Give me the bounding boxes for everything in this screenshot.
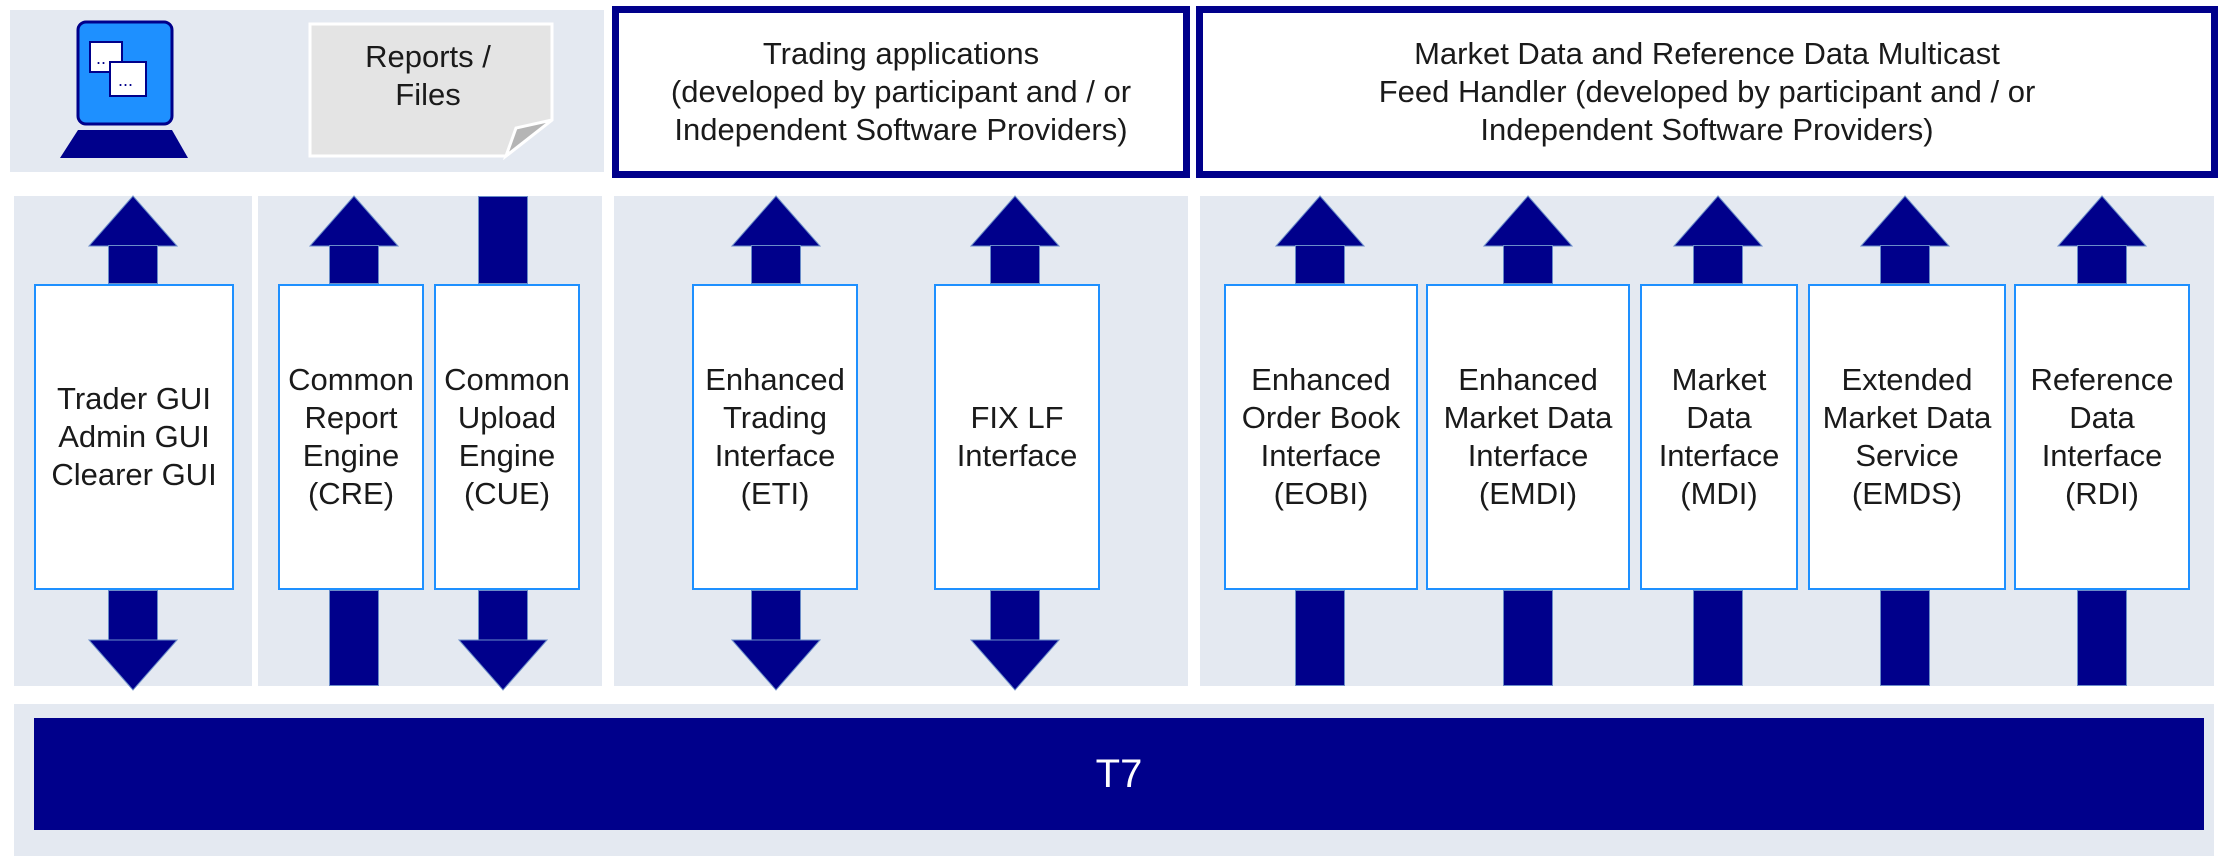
eobi-interface-box: Enhanced Order Book Interface (EOBI) [1224, 284, 1418, 590]
market-data-feed-handler-box: Market Data and Reference Data Multicast… [1196, 6, 2218, 178]
cue-interface-up-shaft [478, 196, 528, 284]
mdi-interface-box: Market Data Interface (MDI) [1640, 284, 1798, 590]
reports-files-label: Reports / Files [365, 39, 491, 112]
eti-interface-down-arrow-icon [730, 639, 822, 691]
gui-interfaces-box: Trader GUI Admin GUI Clearer GUI [34, 284, 234, 590]
rdi-interface-down-shaft [2077, 590, 2127, 686]
eti-interface-box: Enhanced Trading Interface (ETI) [692, 284, 858, 590]
eobi-interface-up-arrow-icon [1274, 195, 1366, 247]
emdi-interface-up-arrow-icon [1482, 195, 1574, 247]
eti-interface-down-shaft [751, 590, 801, 641]
trading-applications-label: Trading applications (developed by parti… [670, 36, 1132, 147]
folded-document-icon [308, 22, 554, 160]
cre-interface-label: Common Report Engine (CRE) [288, 362, 414, 511]
rdi-interface-box: Reference Data Interface (RDI) [2014, 284, 2190, 590]
gui-interfaces-label: Trader GUI Admin GUI Clearer GUI [51, 381, 217, 492]
cre-interface-up-shaft [329, 245, 379, 284]
fix-lf-interface-down-arrow-icon [969, 639, 1061, 691]
fix-lf-interface-up-arrow-icon [969, 195, 1061, 247]
mdi-interface-up-shaft [1693, 245, 1743, 284]
emds-interface-down-shaft [1880, 590, 1930, 686]
emds-interface-box: Extended Market Data Service (EMDS) [1808, 284, 2006, 590]
cue-interface-label: Common Upload Engine (CUE) [444, 362, 570, 511]
eti-interface-up-arrow-icon [730, 195, 822, 247]
emdi-interface-down-shaft [1503, 590, 1553, 686]
emds-interface-up-shaft [1880, 245, 1930, 284]
emds-interface-up-arrow-icon [1859, 195, 1951, 247]
mdi-interface-up-arrow-icon [1672, 195, 1764, 247]
cue-interface-box: Common Upload Engine (CUE) [434, 284, 580, 590]
cue-interface-down-arrow-icon [457, 639, 549, 691]
rdi-interface-up-arrow-icon [2056, 195, 2148, 247]
mdi-interface-label: Market Data Interface (MDI) [1658, 362, 1780, 511]
eti-interface-label: Enhanced Trading Interface (ETI) [705, 362, 845, 511]
emds-interface-label: Extended Market Data Service (EMDS) [1822, 362, 1992, 511]
fix-lf-interface-label: FIX LF Interface [956, 400, 1078, 473]
eobi-interface-label: Enhanced Order Book Interface (EOBI) [1241, 362, 1401, 511]
cre-interface-up-arrow-icon [308, 195, 400, 247]
svg-text:...: ... [118, 70, 133, 90]
gui-interfaces-down-shaft [108, 590, 158, 641]
cue-interface-down-shaft [478, 590, 528, 641]
gui-interfaces-up-arrow-icon [87, 195, 179, 247]
eobi-interface-down-shaft [1295, 590, 1345, 686]
fix-lf-interface-down-shaft [990, 590, 1040, 641]
t7-label: T7 [1095, 751, 1143, 796]
cre-interface-down-shaft [329, 590, 379, 686]
rdi-interface-label: Reference Data Interface (RDI) [2030, 362, 2174, 511]
trading-applications-box: Trading applications (developed by parti… [612, 6, 1190, 178]
fix-lf-interface-box: FIX LF Interface [934, 284, 1100, 590]
svg-text:..: .. [96, 48, 106, 68]
mdi-interface-down-shaft [1693, 590, 1743, 686]
emdi-interface-up-shaft [1503, 245, 1553, 284]
gui-interfaces-down-arrow-icon [87, 639, 179, 691]
rdi-interface-up-shaft [2077, 245, 2127, 284]
emdi-interface-box: Enhanced Market Data Interface (EMDI) [1426, 284, 1630, 590]
eobi-interface-up-shaft [1295, 245, 1345, 284]
emdi-interface-label: Enhanced Market Data Interface (EMDI) [1443, 362, 1613, 511]
computer-monitor-icon: .. ... [60, 20, 188, 158]
market-data-feed-handler-label: Market Data and Reference Data Multicast… [1378, 36, 2036, 147]
eti-interface-up-shaft [751, 245, 801, 284]
gui-interfaces-up-shaft [108, 245, 158, 284]
fix-lf-interface-up-shaft [990, 245, 1040, 284]
cre-interface-box: Common Report Engine (CRE) [278, 284, 424, 590]
t7-core-bar: T7 [34, 718, 2204, 830]
